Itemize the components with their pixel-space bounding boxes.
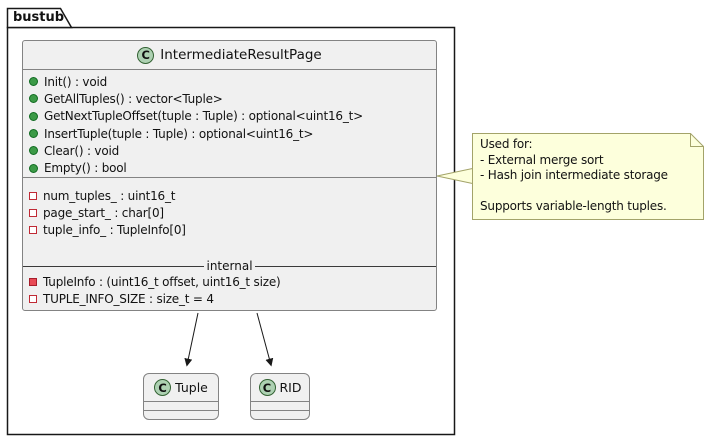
internal-label: TUPLE_INFO_SIZE : size_t = 4 — [43, 291, 214, 306]
dependency-arrow-tuple — [184, 312, 199, 367]
class-title: C IntermediateResultPage — [23, 41, 436, 70]
method-row: GetNextTupleOffset(tuple : Tuple) : opti… — [23, 108, 436, 125]
class-stereotype-icon: C — [154, 379, 172, 396]
visibility-icon — [29, 129, 38, 139]
field-label: tuple_info_ : TupleInfo[0] — [43, 223, 186, 238]
fields-compartment: num_tuples_ : uint16_t page_start_ : cha… — [23, 177, 436, 259]
class-tuple: C Tuple — [143, 373, 219, 420]
field-row: tuple_info_ : TupleInfo[0] — [23, 222, 436, 239]
visibility-icon — [29, 226, 37, 235]
method-row: Init() : void — [23, 73, 436, 90]
note-line: - External merge sort — [480, 152, 604, 167]
note-line: Supports variable-length tuples. — [480, 199, 667, 214]
visibility-icon — [29, 163, 38, 173]
method-label: InsertTuple(tuple : Tuple) : optional<ui… — [44, 126, 314, 141]
empty-methods-compartment — [251, 410, 309, 419]
visibility-icon — [29, 277, 37, 286]
visibility-icon — [29, 94, 38, 104]
method-row: InsertTuple(tuple : Tuple) : optional<ui… — [23, 125, 436, 142]
class-title: C RID — [251, 374, 309, 401]
visibility-icon — [29, 191, 37, 200]
method-label: Clear() : void — [44, 143, 120, 158]
class-rid: C RID — [250, 373, 310, 420]
method-label: GetAllTuples() : vector<Tuple> — [44, 91, 223, 106]
empty-fields-compartment — [144, 401, 218, 410]
class-stereotype-icon: C — [137, 46, 155, 64]
note-line: Used for: — [480, 137, 533, 151]
empty-methods-compartment — [144, 410, 218, 419]
class-title: C Tuple — [144, 374, 218, 401]
method-label: Empty() : bool — [44, 161, 127, 176]
field-row: num_tuples_ : uint16_t — [23, 187, 436, 204]
class-name: IntermediateResultPage — [160, 47, 322, 63]
internal-separator-label: internal — [206, 259, 253, 273]
method-label: GetNextTupleOffset(tuple : Tuple) : opti… — [44, 109, 363, 124]
package-tab — [6, 7, 73, 29]
internal-separator: internal — [23, 259, 436, 273]
internal-compartment: TupleInfo : (uint16_t offset, uint16_t s… — [23, 273, 436, 310]
method-row: Empty() : bool — [23, 159, 436, 176]
visibility-icon — [29, 111, 38, 121]
internal-row: TUPLE_INFO_SIZE : size_t = 4 — [23, 290, 436, 307]
visibility-icon — [29, 294, 37, 303]
internal-label: TupleInfo : (uint16_t offset, uint16_t s… — [43, 274, 281, 289]
field-row: page_start_ : char[0] — [23, 204, 436, 221]
field-label: page_start_ : char[0] — [43, 205, 164, 220]
note-body — [472, 133, 704, 220]
class-name: Tuple — [175, 380, 208, 395]
empty-fields-compartment — [251, 401, 309, 410]
method-row: Clear() : void — [23, 142, 436, 159]
visibility-icon — [29, 146, 38, 156]
note-line — [480, 184, 700, 200]
class-name: RID — [279, 380, 302, 395]
class-intermediate-result-page: C IntermediateResultPage Init() : void G… — [22, 40, 437, 311]
method-row: GetAllTuples() : vector<Tuple> — [23, 90, 436, 107]
visibility-icon — [29, 208, 37, 217]
package-name: bustub — [13, 10, 65, 25]
dependency-arrow-rid — [256, 312, 274, 367]
internal-row: TupleInfo : (uint16_t offset, uint16_t s… — [23, 273, 436, 290]
note-fold-icon — [690, 133, 704, 147]
field-label: num_tuples_ : uint16_t — [43, 188, 176, 203]
methods-compartment: Init() : void GetAllTuples() : vector<Tu… — [23, 70, 436, 177]
class-stereotype-icon: C — [258, 379, 276, 396]
note-usage: Used for: - External merge sort - Hash j… — [480, 137, 700, 215]
visibility-icon — [29, 77, 38, 87]
note-tail — [436, 167, 473, 185]
note-line: - Hash join intermediate storage — [480, 168, 668, 183]
method-label: Init() : void — [44, 74, 108, 89]
